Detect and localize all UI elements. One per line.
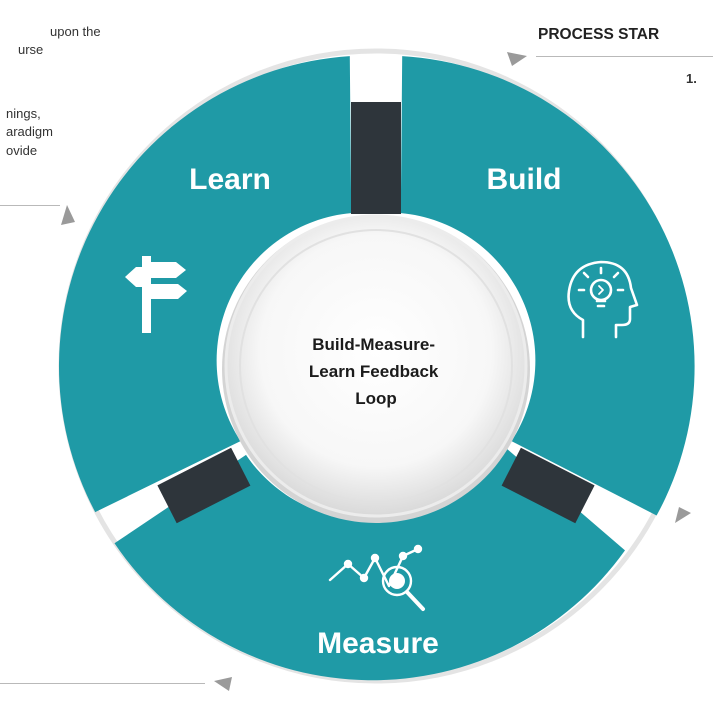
cycle-arrow-left: [61, 205, 75, 225]
signpost-icon: [125, 256, 187, 333]
learn-label: Learn: [189, 163, 271, 196]
measure-label: Measure: [317, 627, 439, 660]
process-rule: [536, 56, 713, 57]
build-segment[interactable]: [400, 56, 695, 516]
left-text-line-1: upon the: [50, 24, 101, 39]
left-text-line-4: nings,: [6, 106, 41, 121]
measure-segment[interactable]: [114, 441, 626, 681]
chart-magnifier-icon: [328, 544, 425, 611]
head-lightbulb-icon: [567, 260, 639, 339]
cycle-arrow-right: [675, 507, 691, 523]
left-text-line-6: ovide: [6, 143, 38, 158]
center-title-line-3: Loop: [355, 389, 397, 408]
bottom-left-rule: [0, 683, 205, 684]
connector-left: [157, 447, 251, 524]
process-start-heading: PROCESS STAR: [538, 26, 660, 43]
process-step-number: 1.: [686, 71, 697, 86]
learn-segment[interactable]: [58, 56, 352, 513]
center-title-line-1: Build-Measure-: [312, 335, 435, 354]
center-disc-inner-ring: [239, 229, 513, 503]
left-text-line-2: urse: [18, 42, 44, 57]
center-title-line-2: Learn Feedback: [309, 362, 439, 381]
connector-right: [501, 447, 595, 524]
connector-top: [351, 102, 401, 214]
build-label: Build: [487, 163, 562, 196]
center-disc: [224, 214, 528, 518]
cycle-arrow-top-right: [507, 52, 527, 66]
svg-text:Build-Measure- Learn Feedb: Build-Measure- Learn Feedback Loop: [309, 335, 443, 408]
left-text-line-5: aradigm: [6, 124, 53, 139]
left-text-rule: [0, 205, 60, 206]
cycle-arrow-bottom: [214, 677, 232, 691]
